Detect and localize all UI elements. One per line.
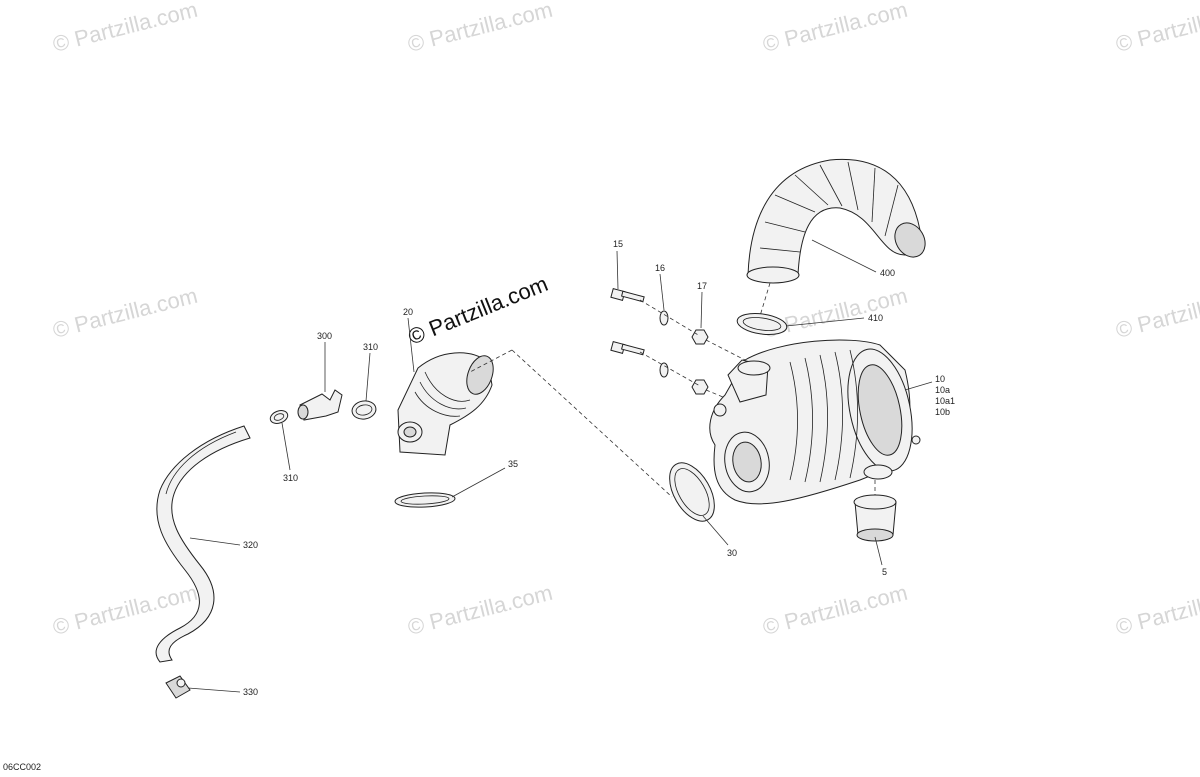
callout-labels: 15 16 17 20 300 310 310 320 330 35 30 40…: [243, 239, 955, 697]
bolt-15-lower: [610, 340, 645, 356]
diagram-code: 06CC002: [3, 762, 41, 772]
watermark-text: © Partzilla.com: [760, 580, 910, 640]
leader-310-bottom: [281, 422, 291, 471]
callout-5: 5: [882, 567, 887, 577]
leader-15: [616, 250, 619, 290]
watermark-main: © Partzilla.com: [405, 271, 552, 350]
connection-line: [469, 349, 513, 373]
watermark-text: © Partzilla.com: [50, 283, 200, 343]
callout-300: 300: [317, 331, 332, 341]
bolt-15-upper: [610, 287, 645, 303]
callout-320: 320: [243, 540, 258, 550]
leader-20: [407, 317, 415, 373]
callout-10b: 10b: [935, 407, 950, 417]
sleeve-5: [853, 494, 897, 542]
leader-330: [187, 687, 241, 693]
leader-16: [659, 273, 665, 311]
fastener-axis: [705, 339, 746, 361]
washer-16: [659, 310, 669, 378]
nut-17: [691, 329, 709, 395]
callout-20: 20: [403, 307, 413, 317]
fastener-axis: [639, 351, 701, 387]
band-clamp-35: [394, 492, 456, 508]
leader-5: [874, 536, 883, 566]
leader-410: [785, 317, 865, 327]
callout-30: 30: [727, 548, 737, 558]
watermark-text: © Partzilla.com: [405, 0, 555, 57]
watermark-text: © Partzilla.com: [760, 0, 910, 57]
connector-330: [165, 675, 191, 699]
hose-clamp-30: [669, 462, 715, 522]
callout-10a1: 10a1: [935, 396, 955, 406]
callout-10a: 10a: [935, 385, 950, 395]
duct-axis: [759, 282, 771, 317]
watermark-text: © Partzilla.com: [760, 283, 910, 343]
clamp-410: [736, 313, 788, 335]
callout-17: 17: [697, 281, 707, 291]
watermark-text: © Partzilla.com: [1113, 283, 1200, 343]
connection-line: [511, 349, 673, 498]
intake-duct-400: [746, 158, 926, 284]
callout-410: 410: [868, 313, 883, 323]
watermark-text: © Partzilla.com: [1113, 580, 1200, 640]
leader-310-top: [365, 352, 371, 402]
leader-35: [451, 467, 506, 498]
watermark-text: © Partzilla.com: [50, 0, 200, 57]
adapter-boot-20: [397, 352, 494, 456]
watermark-text: © Partzilla.com: [405, 580, 555, 640]
air-filter-housing-10: [709, 339, 921, 505]
leader-30: [702, 515, 729, 546]
callout-310-bottom: 310: [283, 473, 298, 483]
clamp-310-top: [351, 400, 377, 420]
elbow-fitting-300: [297, 389, 343, 421]
clamp-310-left: [269, 410, 289, 424]
callout-310-top: 310: [363, 342, 378, 352]
watermark-grid: © Partzilla.com © Partzilla.com © Partzi…: [50, 0, 1200, 640]
callout-16: 16: [655, 263, 665, 273]
leader-10: [904, 381, 933, 391]
fastener-axis: [639, 299, 701, 337]
leader-400: [811, 239, 877, 273]
callout-400: 400: [880, 268, 895, 278]
callout-35: 35: [508, 459, 518, 469]
callout-330: 330: [243, 687, 258, 697]
watermark-text: © Partzilla.com: [1113, 0, 1200, 57]
leader-320: [189, 537, 241, 546]
leader-17: [700, 291, 703, 329]
callout-10: 10: [935, 374, 945, 384]
callout-15: 15: [613, 239, 623, 249]
hose-320: [155, 425, 251, 663]
